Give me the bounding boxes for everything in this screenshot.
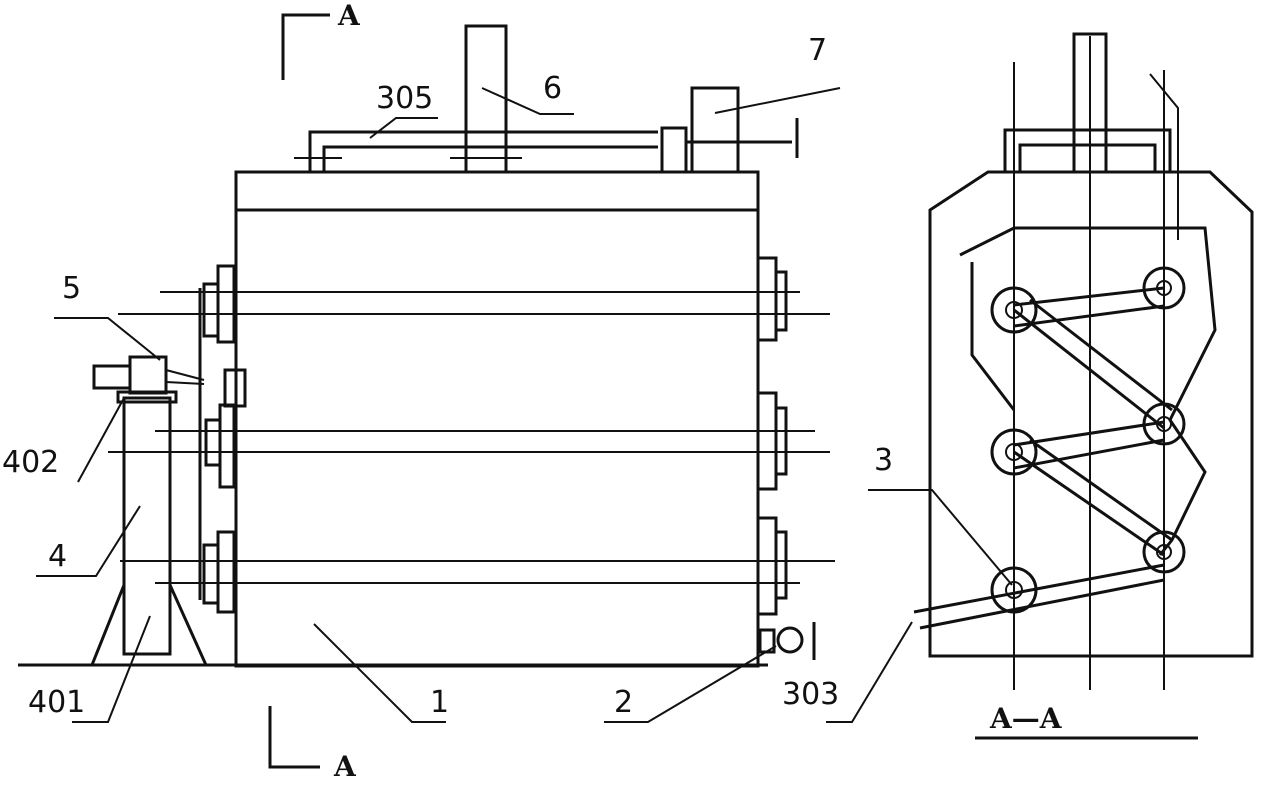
label-305: 305 (376, 81, 433, 116)
rollers (990, 266, 1186, 614)
section-housing (928, 170, 1254, 658)
label-4: 4 (48, 539, 67, 574)
top-pipe (294, 118, 799, 174)
label-7: 7 (808, 33, 827, 68)
label-1: 1 (430, 685, 449, 720)
section-view (913, 32, 1254, 740)
label-303: 303 (782, 677, 839, 712)
left-flanges (198, 264, 247, 614)
labels: A A A—A 305 6 7 5 402 4 401 1 2 303 3 (2, 0, 1063, 783)
roller-shafts (108, 291, 835, 584)
section-caption: A—A (989, 702, 1063, 735)
label-3: 3 (874, 443, 893, 478)
section-markers (268, 13, 330, 769)
leader-lines (36, 87, 1013, 723)
chimney (464, 24, 508, 174)
label-401: 401 (28, 685, 85, 720)
valve (758, 622, 816, 660)
stand (89, 355, 209, 667)
label-2: 2 (614, 685, 633, 720)
section-mark-bottom: A (333, 750, 357, 783)
label-6: 6 (543, 71, 562, 106)
label-402: 402 (2, 445, 59, 480)
section-mark-top: A (337, 0, 361, 32)
front-view (18, 24, 835, 668)
main-body (234, 170, 760, 668)
label-5: 5 (62, 271, 81, 306)
outlet-pipe (690, 86, 740, 174)
right-flanges (756, 256, 788, 616)
